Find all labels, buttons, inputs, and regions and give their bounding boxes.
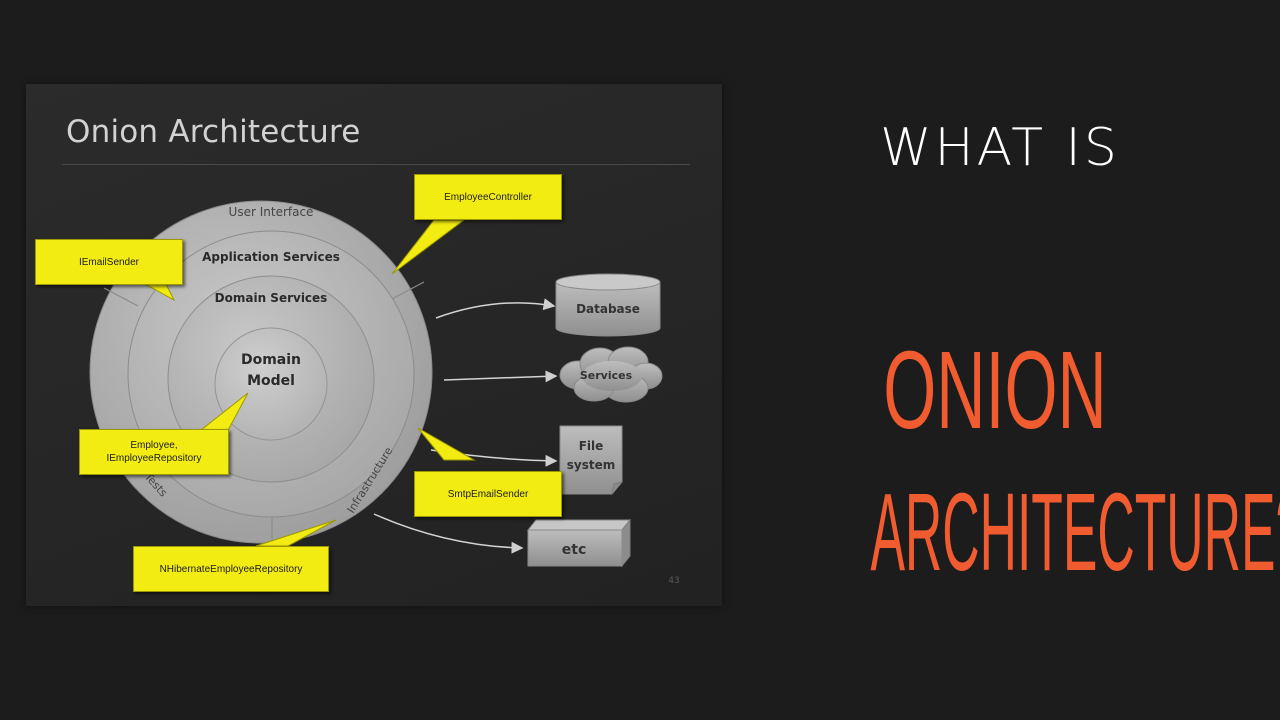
slide: Onion Architecture [26, 84, 722, 606]
ring-domain-model [214, 327, 328, 441]
callout-iemail-sender: IEmailSender [35, 239, 183, 285]
callout-pointer [417, 427, 476, 461]
label-etc: etc [562, 542, 587, 558]
label-services: Services [580, 369, 633, 382]
label-domain-services: Domain Services [215, 291, 328, 305]
label-application-services: Application Services [202, 250, 340, 264]
label-domain-model-line2: Model [247, 373, 295, 389]
ring-divider [103, 287, 139, 307]
callout-employee-repository: Employee, IEmployeeRepository [79, 429, 229, 475]
label-user-interface: User Interface [229, 205, 314, 219]
label-file-line2: system [567, 458, 616, 472]
heading-architecture: ARCHITECTURE? [870, 471, 1280, 594]
onion-diagram: User Interface Application Services Doma… [89, 200, 680, 586]
document-fold [611, 481, 623, 495]
label-domain-model-line1: Domain [241, 352, 301, 368]
title-divider [62, 164, 690, 165]
slide-title: Onion Architecture [66, 114, 361, 150]
cloud-icon [559, 346, 663, 403]
arrow-database [435, 298, 556, 319]
arrow-etc [373, 513, 524, 554]
database-icon [555, 273, 661, 337]
callout-smtp-email-sender: SmtpEmailSender [414, 471, 562, 517]
label-file-line1: File [579, 439, 604, 453]
heading-what-is: WHAT IS [880, 118, 1120, 178]
callout-employee-controller: EmployeeController [414, 174, 562, 220]
callout-nhibernate-repository: NHibernateEmployeeRepository [133, 546, 329, 592]
arrow-services [443, 370, 558, 383]
ring-divider [389, 281, 425, 301]
callout-pointer [391, 219, 466, 275]
heading-onion: ONION [883, 329, 1107, 452]
label-database: Database [576, 302, 640, 316]
box-icon [526, 518, 632, 568]
page-number: 43 [668, 576, 679, 586]
